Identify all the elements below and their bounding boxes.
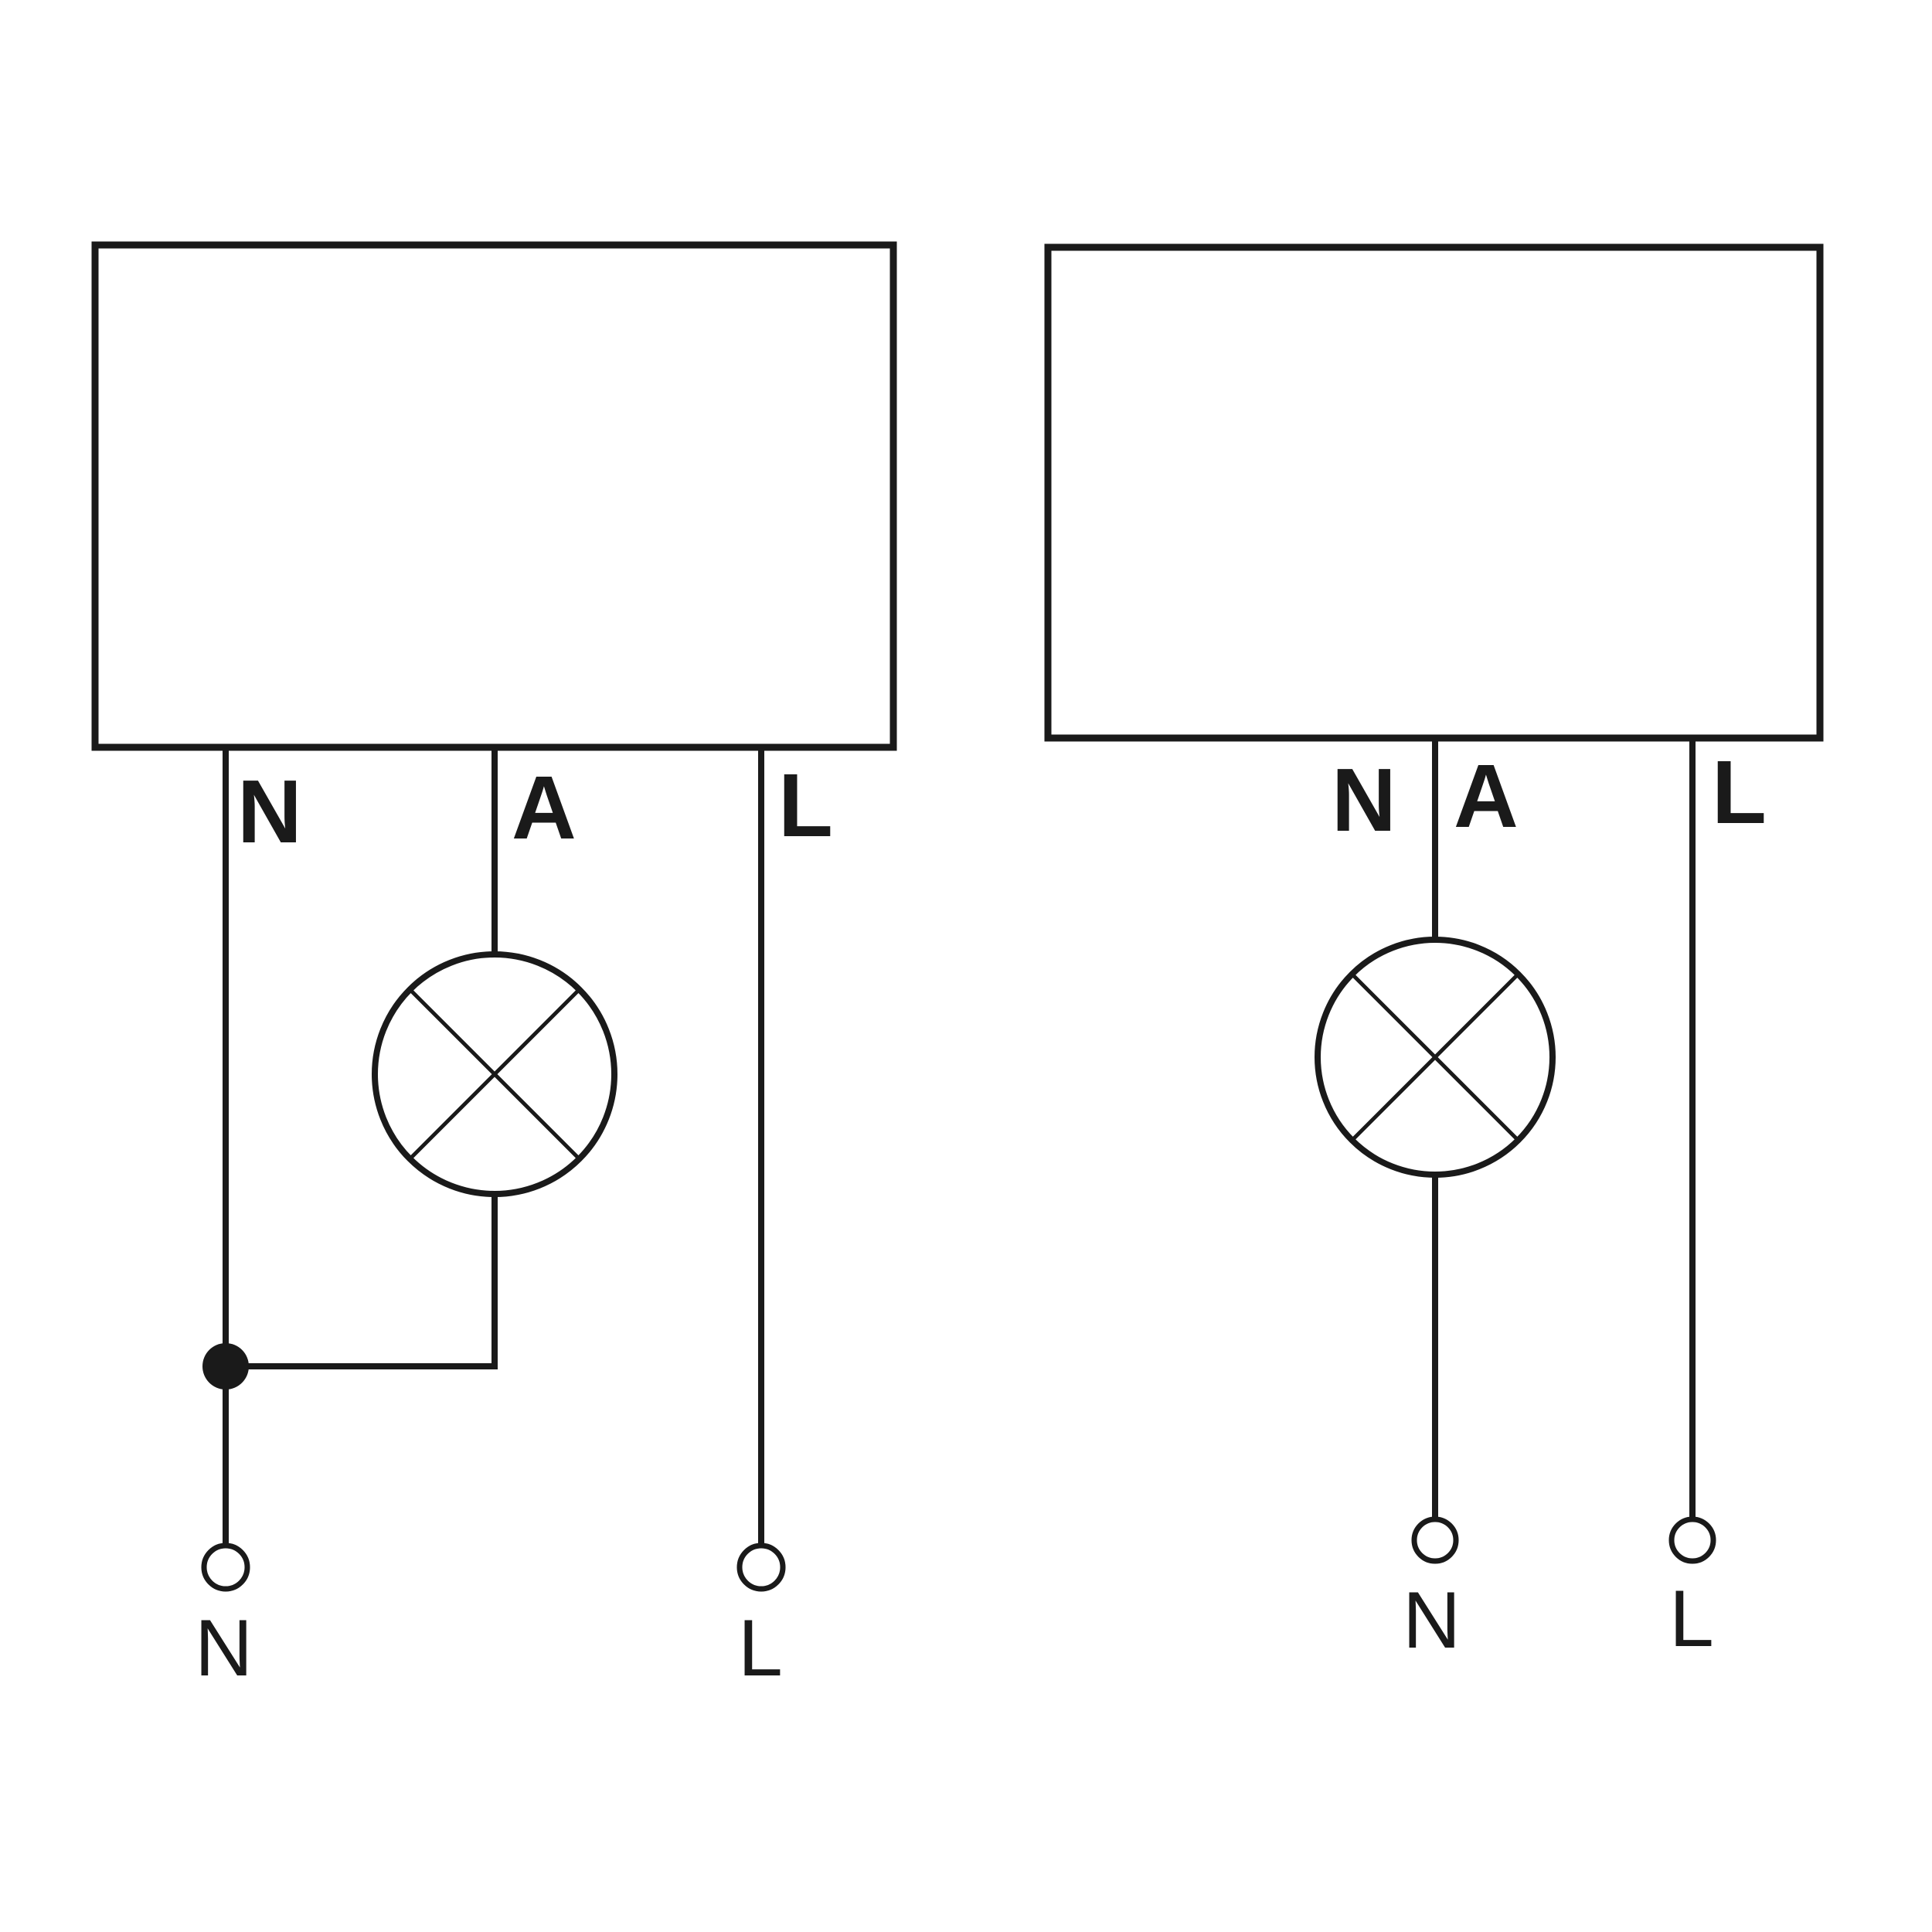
- device-label-l-left: L: [778, 755, 833, 855]
- supply-label-n-right: N: [1403, 1576, 1461, 1665]
- terminal-circle-icon: [201, 1543, 250, 1592]
- device-label-a-right: A: [1454, 746, 1519, 846]
- supply-label-n-left: N: [195, 1604, 253, 1693]
- terminal-circle-icon: [736, 1543, 786, 1592]
- diagram-left: N A L N L: [91, 241, 897, 1693]
- supply-label-l-left: L: [738, 1604, 783, 1693]
- device-label-l-right: L: [1712, 742, 1767, 842]
- device-label-a-left: A: [512, 757, 577, 858]
- supply-label-l-right: L: [1669, 1574, 1714, 1664]
- lamp-icon: [1315, 937, 1556, 1178]
- device-box-right: [1044, 243, 1824, 742]
- device-box-left: [91, 241, 897, 751]
- lamp-return-wire-left: [223, 1191, 498, 1369]
- diagram-right: N A L N L: [1044, 243, 1824, 1665]
- terminal-circle-icon: [1668, 1516, 1716, 1564]
- terminal-circle-icon: [1411, 1516, 1459, 1564]
- device-label-n-right: N: [1332, 750, 1396, 850]
- device-label-n-left: N: [237, 761, 302, 862]
- junction-dot-icon: [202, 1343, 249, 1389]
- lamp-icon: [372, 951, 617, 1197]
